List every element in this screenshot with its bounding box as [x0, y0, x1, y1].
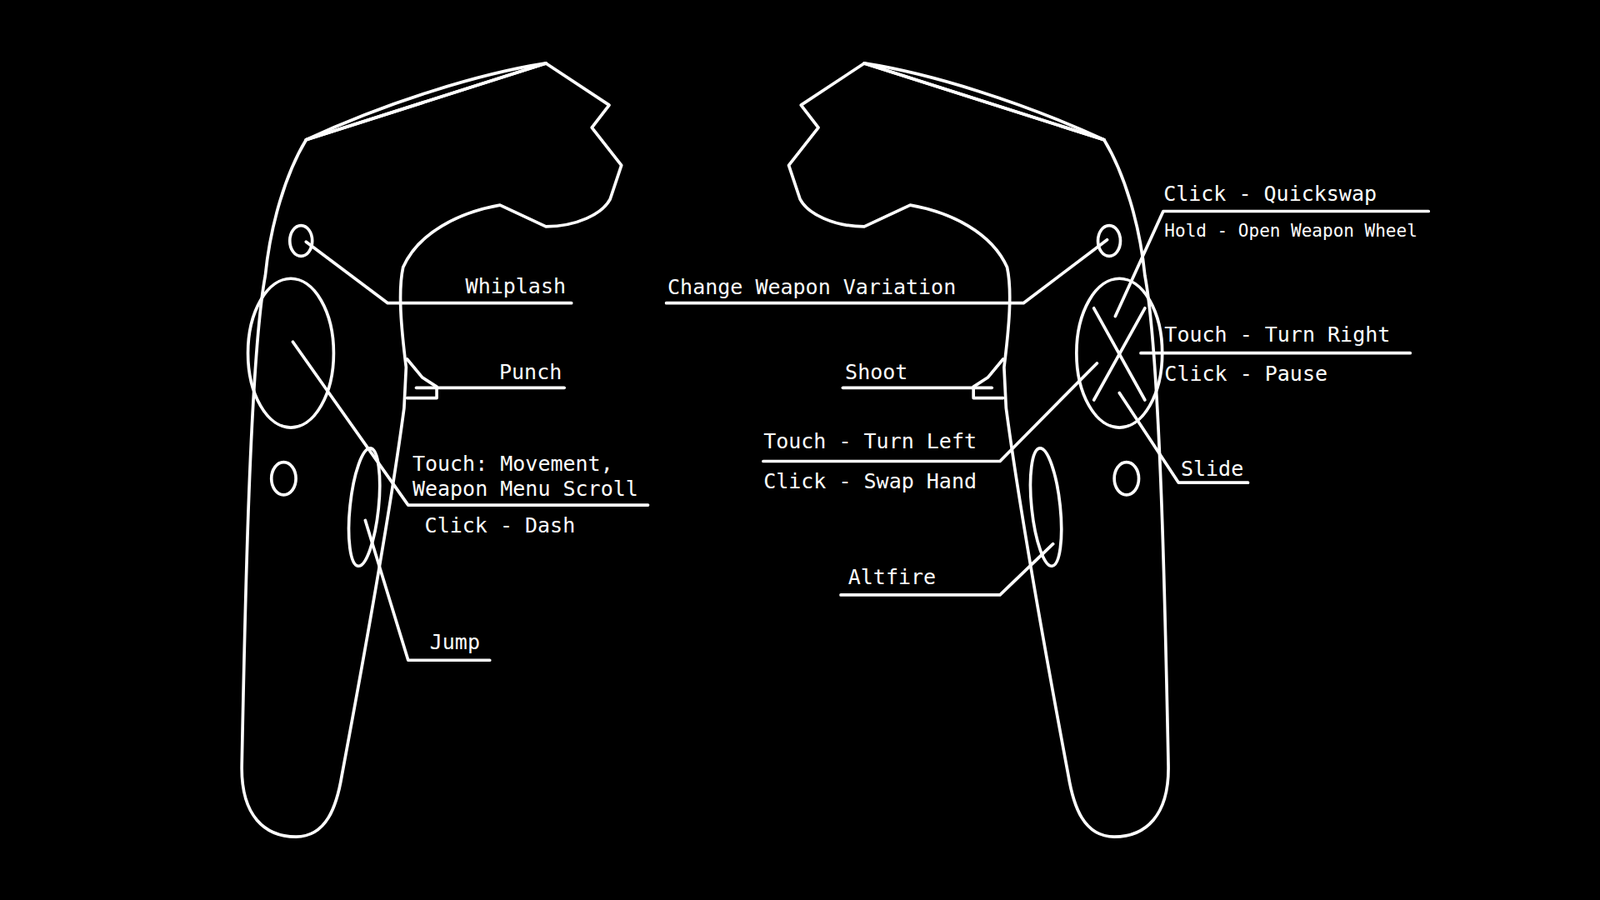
control-label: Slide	[1180, 456, 1244, 482]
leader-line	[365, 520, 490, 660]
control-label: Touch: Movement, Weapon Menu Scroll	[412, 451, 663, 502]
control-label: Shoot	[845, 360, 908, 385]
control-label: Click - Pause	[1164, 361, 1328, 387]
control-label: Jump	[430, 630, 480, 655]
control-label: Whiplash	[465, 274, 566, 300]
control-label: Click - Swap Hand	[763, 469, 977, 495]
leader-line	[305, 241, 571, 303]
control-label: Touch - Turn Left	[763, 429, 977, 455]
leader-line	[416, 385, 565, 390]
control-label: Click - Quickswap	[1163, 181, 1377, 207]
leader-line	[1140, 351, 1410, 355]
control-label: Change Weapon Variation	[667, 275, 956, 300]
control-label: Punch	[499, 360, 562, 385]
leader-line	[1115, 210, 1429, 316]
leader-line	[840, 544, 1054, 595]
control-label: Touch - Turn Right	[1164, 322, 1390, 348]
left-controller	[241, 63, 622, 837]
control-label: Hold - Open Weapon Wheel	[1164, 218, 1417, 244]
leader-line	[842, 385, 992, 390]
trackpad-cross	[1094, 308, 1145, 400]
leader-lines	[292, 210, 1429, 660]
trackpad-cross	[1094, 308, 1145, 400]
leader-line	[1119, 392, 1248, 483]
leader-line	[666, 240, 1108, 304]
control-label: Click - Dash	[425, 513, 576, 539]
leader-line	[763, 363, 1097, 462]
control-label: Altfire	[848, 565, 936, 590]
